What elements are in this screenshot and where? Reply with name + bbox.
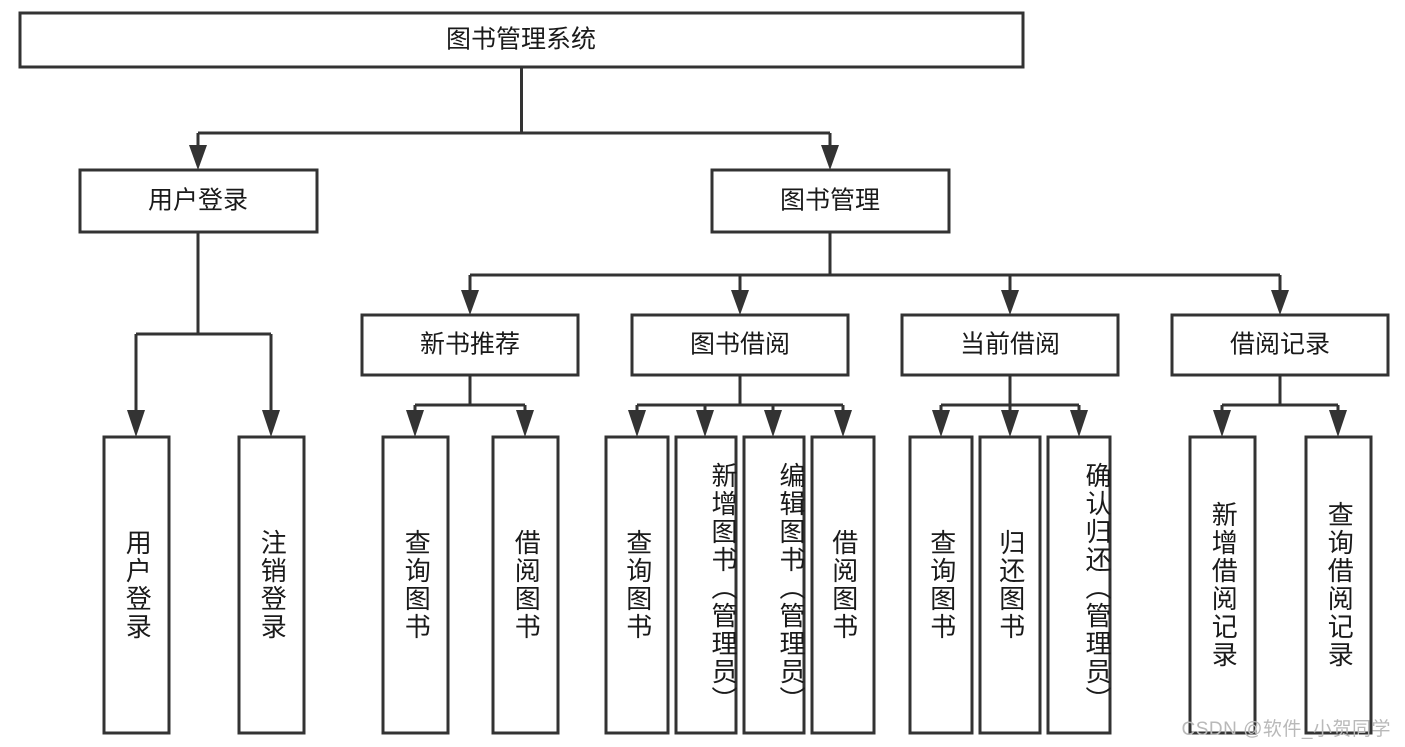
csdn-watermark: CSDN @软件_小贺同学: [1181, 719, 1391, 740]
node-book-manage-box[interactable]: [710, 168, 951, 234]
node-leaf-edit-book-box[interactable]: [742, 435, 806, 735]
node-user-login[interactable]: 用户登录: [78, 168, 319, 234]
node-leaf-query-book-3-box[interactable]: [908, 435, 974, 735]
arrowhead-leaf-user-login: [127, 410, 145, 437]
arrowhead-user-login: [189, 145, 207, 170]
arrowhead-borrow-record: [1271, 290, 1289, 315]
arrowhead-leaf-add-record: [1213, 410, 1231, 437]
arrowhead-leaf-confirm-return: [1070, 410, 1088, 437]
node-leaf-user-login-box[interactable]: [102, 435, 171, 735]
arrowhead-leaf-query-book-3: [932, 410, 950, 437]
arrowhead-leaf-borrow-book-2: [834, 410, 852, 437]
node-root[interactable]: 图书管理系统: [18, 11, 1025, 69]
node-root-label: 图书管理系统: [446, 26, 596, 54]
node-leaf-add-book-box[interactable]: [674, 435, 738, 735]
node-new-book-recommend-label: 新书推荐: [420, 331, 520, 359]
arrowhead-leaf-query-book-1: [406, 410, 424, 437]
node-current-borrow-box[interactable]: [900, 313, 1120, 377]
node-leaf-borrow-book-1-box[interactable]: [491, 435, 560, 735]
arrowhead-leaf-query-book-2: [628, 410, 646, 437]
node-book-borrow-box[interactable]: [630, 313, 850, 377]
node-leaf-confirm-return-box[interactable]: [1046, 435, 1112, 735]
arrowhead-leaf-edit-book: [764, 410, 782, 437]
node-leaf-query-record-box[interactable]: [1304, 435, 1373, 735]
node-leaf-return-book-box[interactable]: [978, 435, 1042, 735]
node-book-manage-label: 图书管理: [780, 187, 880, 215]
node-user-login-box[interactable]: [78, 168, 319, 234]
arrowhead-book-manage: [821, 145, 839, 170]
node-leaf-borrow-book-2-box[interactable]: [810, 435, 876, 735]
node-leaf-add-record-box[interactable]: [1188, 435, 1257, 735]
node-borrow-record[interactable]: 借阅记录: [1170, 313, 1390, 377]
connector-layer: [127, 67, 1347, 437]
node-user-login-label: 用户登录: [148, 187, 248, 215]
node-new-book-recommend[interactable]: 新书推荐: [360, 313, 580, 377]
arrowhead-leaf-add-book: [696, 410, 714, 437]
node-leaf-query-book-2-box[interactable]: [604, 435, 670, 735]
arrowhead-book-borrow: [731, 290, 749, 315]
node-borrow-record-label: 借阅记录: [1230, 331, 1330, 359]
node-book-borrow[interactable]: 图书借阅: [630, 313, 850, 377]
node-root-box[interactable]: [18, 11, 1025, 69]
arrowhead-leaf-return-book: [1001, 410, 1019, 437]
arrowhead-leaf-query-record: [1329, 410, 1347, 437]
arrowhead-new-book-recommend: [461, 290, 479, 315]
arrowhead-leaf-logout-login: [262, 410, 280, 437]
node-borrow-record-box[interactable]: [1170, 313, 1390, 377]
node-leaf-logout-login-box[interactable]: [237, 435, 306, 735]
node-book-manage[interactable]: 图书管理: [710, 168, 951, 234]
node-current-borrow[interactable]: 当前借阅: [900, 313, 1120, 377]
node-leaf-query-book-1-box[interactable]: [381, 435, 450, 735]
node-current-borrow-label: 当前借阅: [960, 331, 1060, 359]
node-book-borrow-label: 图书借阅: [690, 331, 790, 359]
arrowhead-current-borrow: [1001, 290, 1019, 315]
node-new-book-recommend-box[interactable]: [360, 313, 580, 377]
arrowhead-leaf-borrow-book-1: [516, 410, 534, 437]
